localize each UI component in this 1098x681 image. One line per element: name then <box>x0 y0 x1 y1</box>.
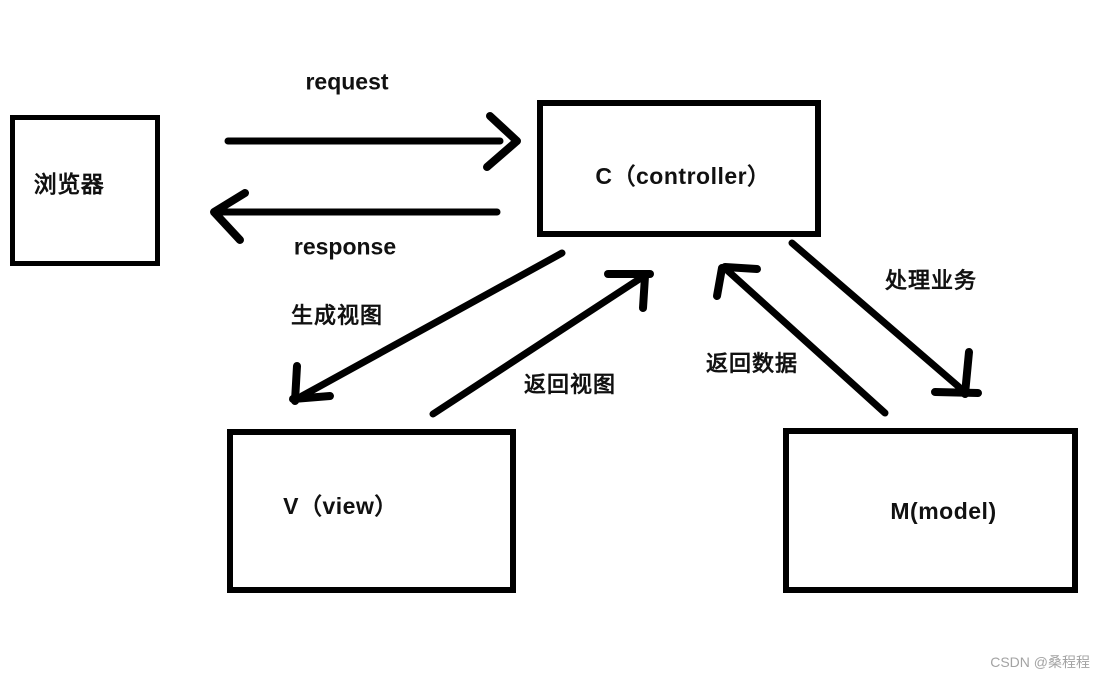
request-arrow <box>224 112 521 171</box>
generate-view-arrow <box>289 249 566 405</box>
handle-business-label: 处理业务 <box>884 268 978 293</box>
csdn-watermark: CSDN @桑程程 <box>990 654 1090 670</box>
controller-node: C（controller） <box>537 100 821 237</box>
browser-node: 浏览器 <box>10 115 160 266</box>
return-view-arrow <box>429 270 654 418</box>
request-label: request <box>305 68 389 95</box>
return-data-arrow <box>713 263 889 417</box>
response-arrow <box>210 189 501 244</box>
handle-business-arrow <box>788 239 982 398</box>
model-node: M(model) <box>783 428 1078 593</box>
model-node-label: M(model) <box>890 498 997 524</box>
return-data-label: 返回数据 <box>705 351 799 376</box>
generate-view-label: 生成视图 <box>290 303 384 328</box>
return-view-label: 返回视图 <box>523 372 617 397</box>
controller-node-label: C（controller） <box>595 162 771 189</box>
response-label: response <box>293 233 397 260</box>
view-node: V（view） <box>227 429 516 593</box>
browser-node-label: 浏览器 <box>33 170 105 197</box>
view-node-label: V（view） <box>283 493 398 519</box>
